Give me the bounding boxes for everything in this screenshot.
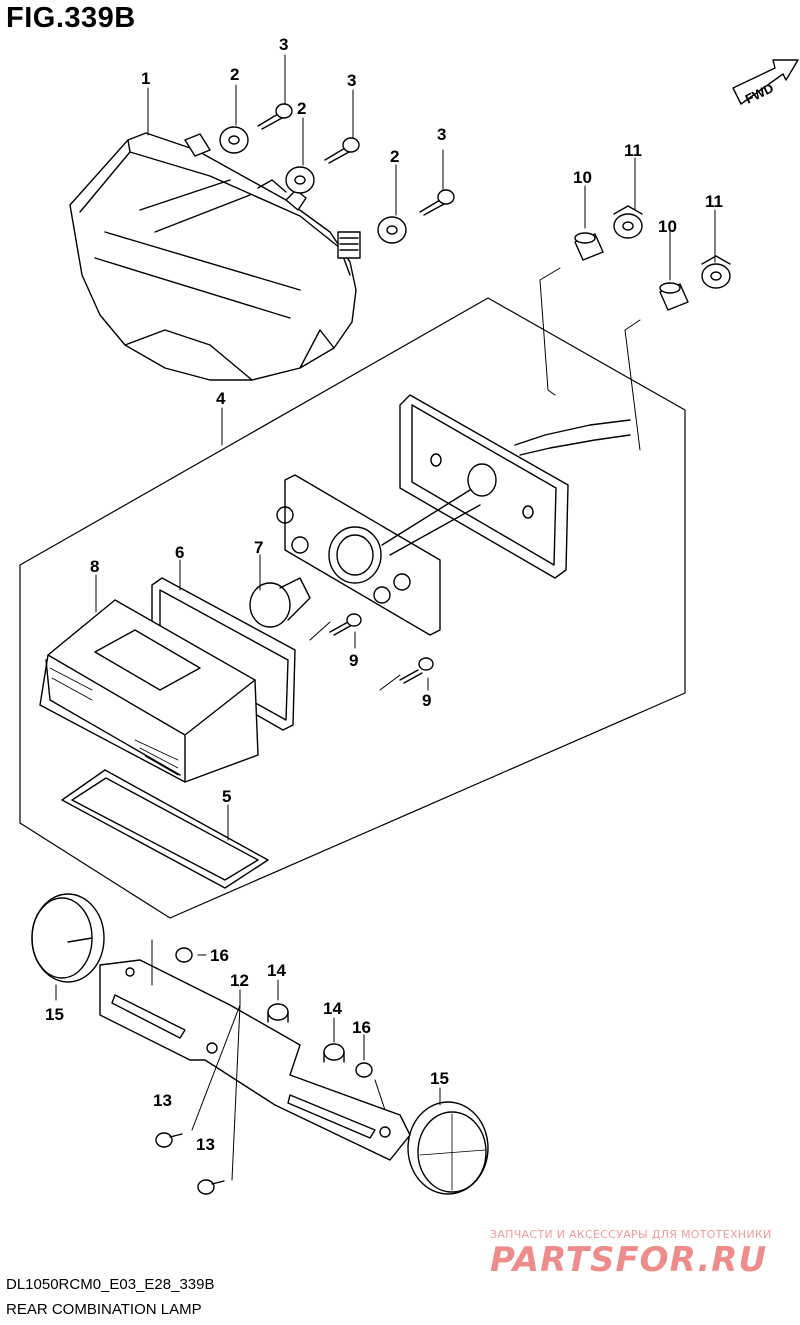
callout-14: 14 <box>267 961 286 980</box>
watermark-subtitle: ЗАПЧАСТИ И АКСЕССУАРЫ ДЛЯ МОТОТЕХНИКИ <box>490 1228 772 1241</box>
part-9-screws <box>329 613 434 684</box>
part-8-lens <box>39 599 259 783</box>
socket-bracket <box>276 474 481 636</box>
callout-10: 10 <box>573 168 592 187</box>
callout-8: 8 <box>90 557 99 576</box>
callout-7: 7 <box>254 538 263 557</box>
part-13-bolts <box>155 1132 225 1195</box>
callout-12: 12 <box>230 971 249 990</box>
figure-name: REAR COMBINATION LAMP <box>6 1301 202 1318</box>
callout-15: 15 <box>430 1069 449 1088</box>
callout-5: 5 <box>222 787 231 806</box>
callout-2: 2 <box>230 65 239 84</box>
callout-1: 1 <box>141 69 150 88</box>
part-7-bulb <box>249 577 311 628</box>
leader-lines <box>55 54 716 1181</box>
callout-9: 9 <box>422 691 431 710</box>
part-4-assembly-outline <box>19 297 686 919</box>
callout-2: 2 <box>390 147 399 166</box>
callout-9: 9 <box>349 651 358 670</box>
callout-3: 3 <box>347 71 356 90</box>
part-11-nuts <box>613 205 731 289</box>
callout-10: 10 <box>658 217 677 236</box>
part-1-lamp-housing <box>69 132 361 381</box>
part-5-reflector <box>61 769 269 889</box>
callout-3: 3 <box>279 35 288 54</box>
part-16-nuts <box>175 947 373 1078</box>
part-3-screws <box>257 103 455 216</box>
part-15-reflectors <box>31 893 489 1195</box>
callout-14: 14 <box>323 999 342 1018</box>
callout-3: 3 <box>437 125 446 144</box>
callout-4: 4 <box>216 389 226 408</box>
figure-title: FIG.339B <box>6 2 136 34</box>
callout-15: 15 <box>45 1005 64 1024</box>
callout-16: 16 <box>352 1018 371 1037</box>
callout-13: 13 <box>196 1135 215 1154</box>
part-12-bracket <box>99 959 411 1161</box>
mounting-plate <box>399 394 631 579</box>
callout-numbers: 1 2 2 2 3 3 3 4 5 6 7 8 9 9 10 10 11 11 … <box>45 35 723 1154</box>
callout-11: 11 <box>705 192 723 211</box>
part-14-collars <box>267 1003 345 1063</box>
watermark-logo: PARTSFOR.RU <box>490 1240 768 1280</box>
callout-11: 11 <box>624 141 642 160</box>
figure-code: DL1050RCM0_E03_E28_339B <box>6 1276 215 1293</box>
part-10-collars <box>574 232 689 311</box>
callout-13: 13 <box>153 1091 172 1110</box>
forward-direction-arrow: FWD <box>732 59 799 107</box>
part-2-washers <box>219 126 407 244</box>
callout-16: 16 <box>210 946 229 965</box>
callout-2: 2 <box>297 99 306 118</box>
callout-6: 6 <box>175 543 184 562</box>
